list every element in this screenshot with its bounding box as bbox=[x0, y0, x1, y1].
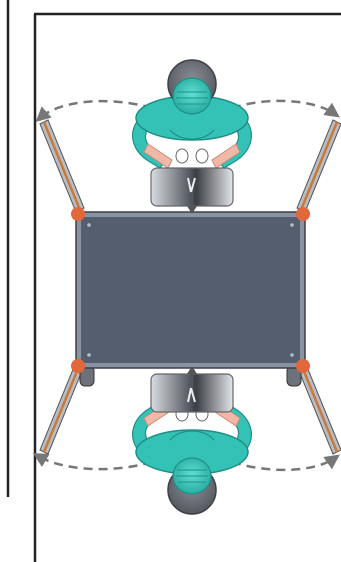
operator-top bbox=[132, 59, 252, 214]
door-panels bbox=[39, 119, 341, 455]
table-corner-bottom-left bbox=[71, 359, 85, 373]
table-corner-top-right bbox=[296, 207, 310, 221]
table bbox=[71, 207, 310, 373]
room-walls bbox=[6, 0, 341, 562]
table-corner-bottom-right bbox=[296, 359, 310, 373]
operator-bottom bbox=[132, 366, 252, 515]
arrow-up-icon bbox=[187, 366, 197, 388]
door-bottom-right bbox=[296, 361, 341, 455]
door-swing-arcs bbox=[32, 99, 340, 472]
door-bottom-left bbox=[39, 361, 85, 455]
door-swing-arc-bottom-left bbox=[32, 452, 153, 471]
door-top-left bbox=[39, 119, 85, 213]
door-swing-arc-top-left bbox=[35, 99, 153, 123]
door-top-right bbox=[296, 119, 341, 213]
arrow-down-icon bbox=[187, 192, 197, 214]
table-surface bbox=[81, 217, 300, 363]
table-wheels bbox=[79, 365, 302, 387]
table-corner-top-left bbox=[71, 207, 85, 221]
face-mask bbox=[172, 77, 212, 115]
door-swing-arc-top-right bbox=[231, 99, 340, 118]
door-swing-arc-bottom-right bbox=[231, 454, 340, 472]
